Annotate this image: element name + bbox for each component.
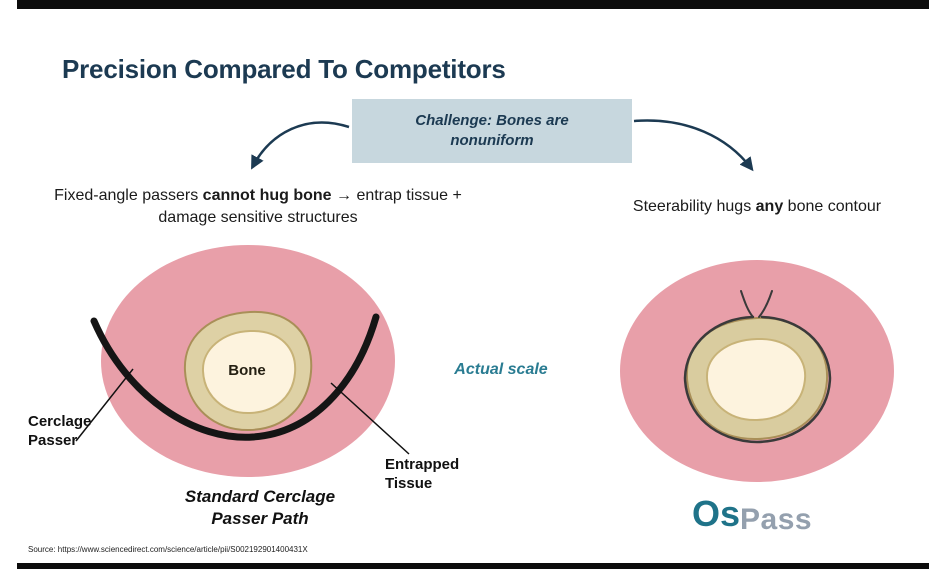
steerable-wire-loop <box>683 315 832 444</box>
left-claim-pre: Fixed-angle passers <box>54 187 203 204</box>
steerable-wire-end-right <box>758 290 773 318</box>
left-figure-caption: Standard Cerclage Passer Path <box>184 487 336 529</box>
steerable-wire-end-left <box>740 290 754 318</box>
fixed-passer-wire <box>90 313 380 441</box>
left-bone-inner <box>201 329 297 415</box>
challenge-text: Challenge: Bones are nonuniform <box>415 111 569 149</box>
bottom-letterbox-bar <box>17 563 929 569</box>
right-bone-inner <box>705 337 807 422</box>
slide-title: Precision Compared To Competitors <box>62 54 506 84</box>
left-claim-text: Fixed-angle passers cannot hug bone → en… <box>48 185 468 228</box>
logo-os-text: Os <box>692 493 741 534</box>
right-claim-post: bone contour <box>783 198 882 215</box>
right-claim-pre: Steerability hugs <box>632 198 756 215</box>
entrapped-pointer-line <box>330 382 410 455</box>
logo-pass-text: Pass <box>740 503 813 536</box>
cerclage-passer-label: Cerclage Passer <box>28 413 92 449</box>
challenge-callout: Challenge: Bones are nonuniform <box>352 99 632 163</box>
passer-pointer-line <box>75 368 134 442</box>
arrow-to-right-figure <box>633 119 754 172</box>
left-claim-post: → entrap tissue + damage sensitive struc… <box>158 187 462 226</box>
arrow-to-left-figure <box>251 121 350 170</box>
entrapped-tissue-label: Entrapped Tissue <box>385 456 460 492</box>
bone-label: Bone <box>228 362 266 379</box>
top-letterbox-bar <box>17 0 929 9</box>
actual-scale-note: Actual scale <box>454 361 548 378</box>
ospass-logo: Os Pass <box>692 493 812 537</box>
right-claim-bold: any <box>755 198 784 215</box>
left-claim-bold: cannot hug bone <box>202 187 332 204</box>
right-claim-text: Steerability hugs any bone contour <box>592 196 922 218</box>
source-citation: Source: https://www.sciencedirect.com/sc… <box>28 545 308 554</box>
